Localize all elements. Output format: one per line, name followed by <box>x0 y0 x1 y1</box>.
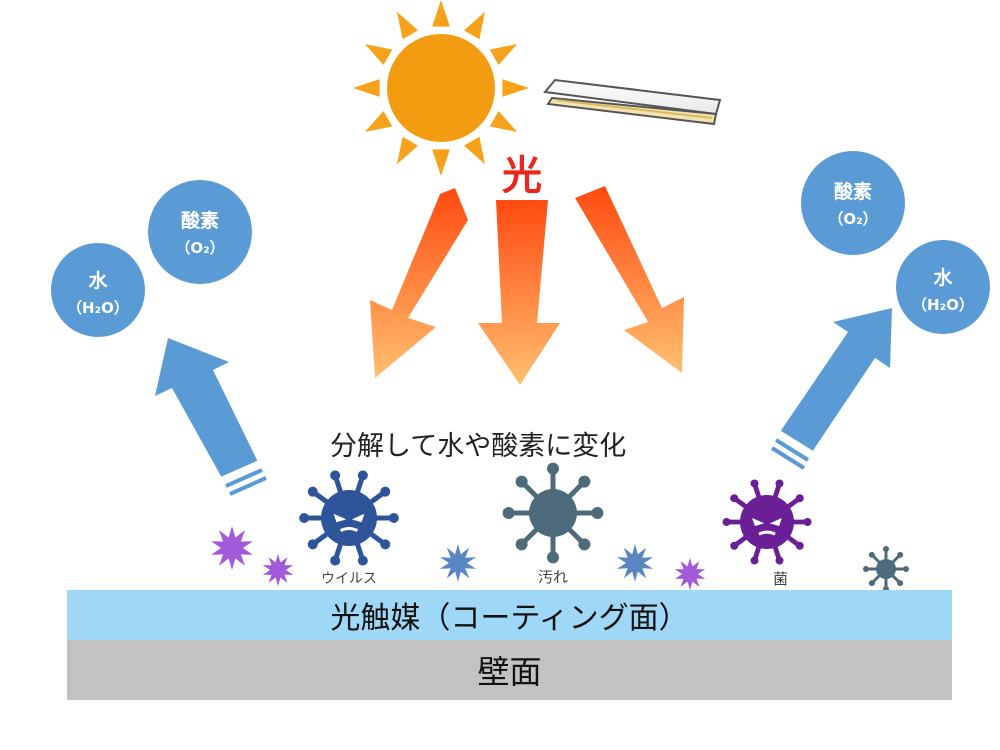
wall-layer <box>67 640 952 700</box>
oxygen-formula-left: （O₂） <box>175 239 225 257</box>
water-bubble-right <box>896 240 990 334</box>
sun-ray <box>502 79 529 97</box>
oxygen-label-left: 酸素 （O₂） <box>148 206 252 258</box>
oxygen-bubble-right <box>801 151 905 255</box>
small-germ-icon <box>863 546 909 592</box>
small-star-blue-2 <box>616 544 654 582</box>
headline: 分解して水や酸素に変化 <box>330 431 627 462</box>
virus-label: ウイルス <box>321 571 377 587</box>
sun-ray <box>463 136 485 165</box>
small-star-purple-2 <box>262 554 294 586</box>
oxygen-bubble-left <box>148 180 252 284</box>
virus-icon <box>299 470 399 566</box>
sun-ray <box>489 110 518 132</box>
dirt-label: 汚れ <box>538 568 569 586</box>
light-arrow-center <box>478 200 560 385</box>
bacteria-icon <box>722 479 812 565</box>
small-star-purple-1 <box>211 526 253 570</box>
sun-ray <box>364 110 393 132</box>
coating-layer <box>67 590 952 640</box>
water-bubble-left <box>51 243 145 337</box>
sun-ray <box>432 149 450 176</box>
sun-disc <box>387 34 495 142</box>
small-star-purple-3 <box>674 558 706 590</box>
sun-ray <box>397 136 419 165</box>
light-arrow-left <box>370 188 468 378</box>
sun-ray <box>364 44 393 66</box>
sun-ray <box>353 79 380 97</box>
oxygen-name-right: 酸素 <box>833 181 872 203</box>
sun-ray <box>397 11 419 40</box>
water-name-left: 水 <box>88 270 108 292</box>
light-arrow-right <box>575 186 684 373</box>
light-label: 光 <box>502 153 542 199</box>
water-formula-right: （H₂O） <box>912 296 974 314</box>
water-formula-left: （H₂O） <box>67 299 129 317</box>
light-arrows <box>370 186 684 385</box>
oxygen-name-left: 酸素 <box>180 210 219 232</box>
water-label-left: 水 （H₂O） <box>51 266 145 318</box>
water-label-right: 水 （H₂O） <box>896 263 990 315</box>
sun-ray <box>489 44 518 66</box>
up-arrow-left <box>155 338 267 496</box>
sun-icon <box>353 0 529 176</box>
coating-layer-label: 光触媒（コーティング面） <box>330 601 689 636</box>
sun-ray <box>432 0 450 27</box>
fluorescent-lamp-icon <box>543 78 722 126</box>
up-arrow-right <box>770 308 892 470</box>
water-name-right: 水 <box>933 267 953 289</box>
contaminants <box>211 462 909 592</box>
wall-layer-label: 壁面 <box>477 653 542 691</box>
dirt-icon <box>502 462 604 564</box>
oxygen-formula-right: （O₂） <box>828 210 878 228</box>
oxygen-label-right: 酸素 （O₂） <box>801 177 905 229</box>
small-star-blue-1 <box>439 544 477 582</box>
sun-ray <box>463 11 485 40</box>
bacteria-label: 菌 <box>773 570 789 588</box>
